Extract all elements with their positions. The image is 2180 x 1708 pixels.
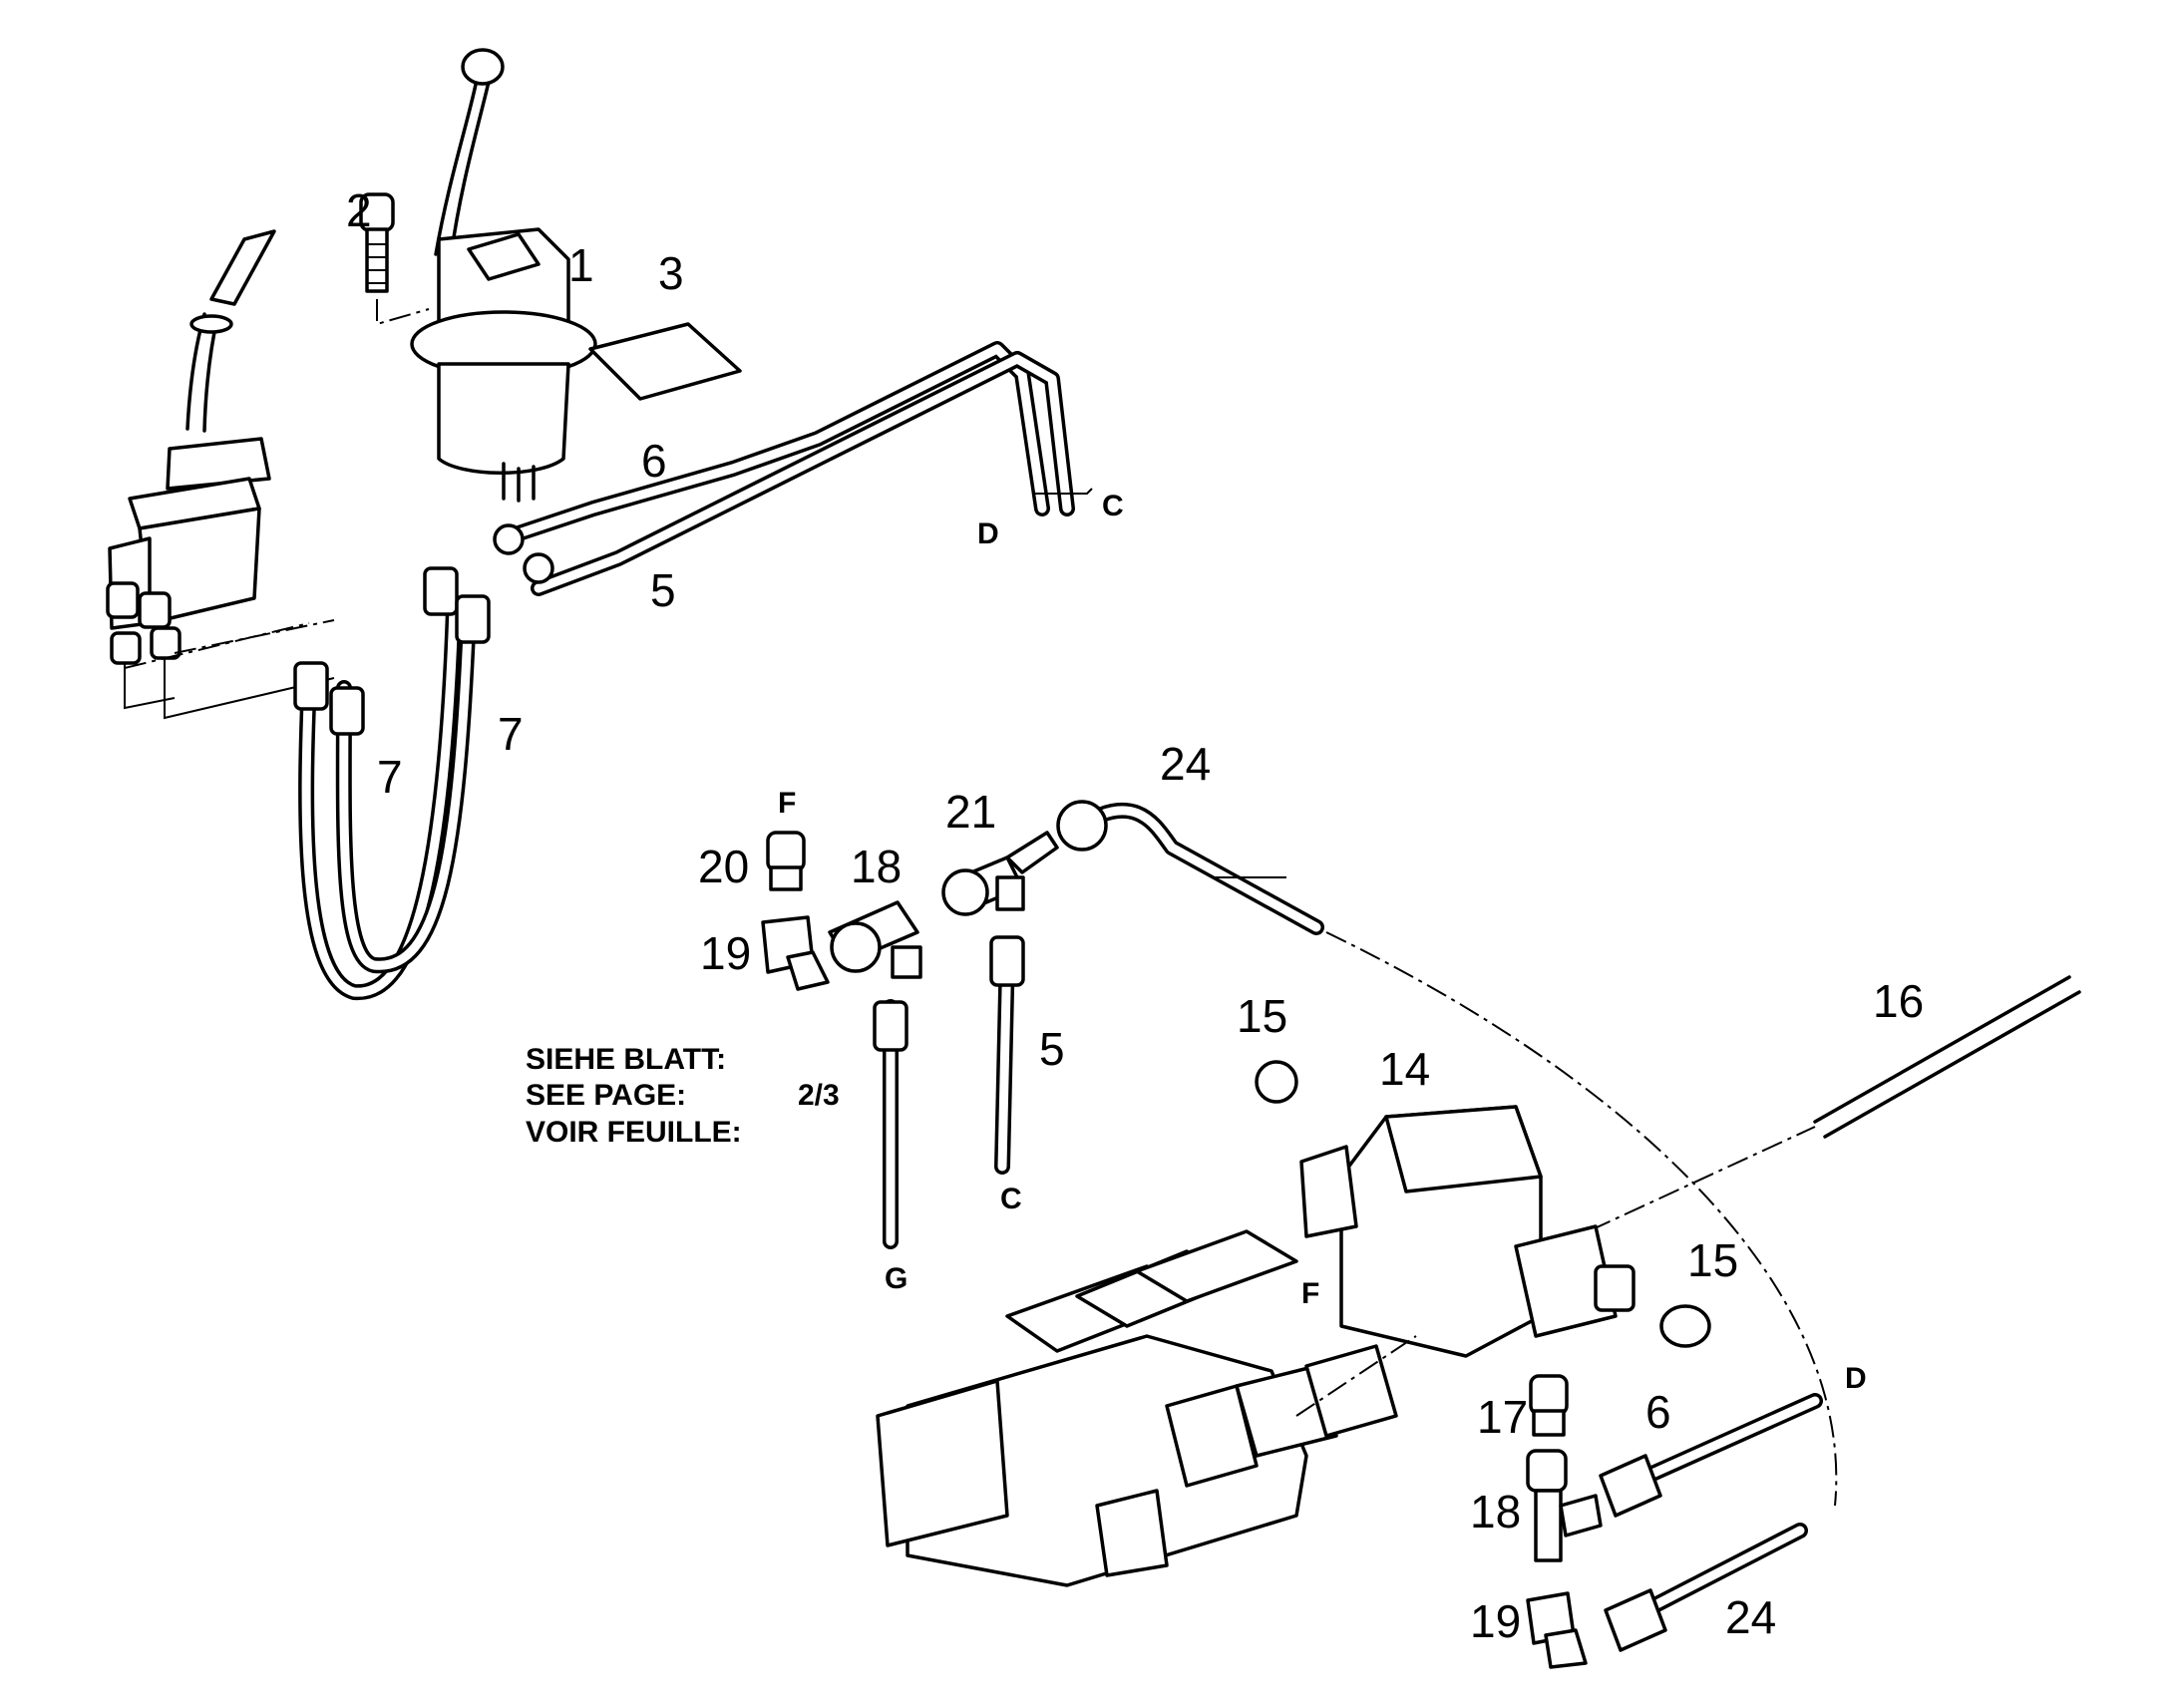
label-part-3: 3 xyxy=(658,247,684,299)
main-valve-block xyxy=(876,1229,1417,1587)
label-part-5-top: 5 xyxy=(650,564,676,616)
label-part-7-left: 7 xyxy=(377,751,403,803)
label-part-19-top: 19 xyxy=(700,927,751,979)
gasket-part-3 xyxy=(588,322,742,401)
label-part-24-bottom: 24 xyxy=(1725,1591,1776,1643)
letter-f-mid: F xyxy=(1301,1277,1319,1310)
label-part-2: 2 xyxy=(346,184,372,236)
label-part-5-mid: 5 xyxy=(1039,1023,1065,1075)
label-part-6-bottom: 6 xyxy=(1645,1386,1671,1438)
label-part-15-right: 15 xyxy=(1687,1234,1738,1286)
letter-f-top: F xyxy=(778,787,796,820)
label-part-14: 14 xyxy=(1379,1043,1430,1095)
connection-letter-labels: D C F C G F D xyxy=(778,490,1867,1395)
note-line-fr: VOIR FEUILLE: xyxy=(526,1116,742,1149)
part-number-labels: 2 1 3 6 5 7 7 24 21 20 18 19 5 15 14 16 … xyxy=(346,184,1924,1647)
note-line-en: SEE PAGE: xyxy=(526,1079,686,1112)
label-part-16: 16 xyxy=(1873,975,1924,1027)
label-part-24-top: 24 xyxy=(1160,738,1211,790)
joystick-assembly xyxy=(106,229,335,720)
label-part-18-bottom: 18 xyxy=(1470,1486,1521,1537)
letter-g-bottom: G xyxy=(885,1262,908,1295)
letter-c-bottom: C xyxy=(1000,1183,1022,1215)
label-part-17: 17 xyxy=(1477,1391,1528,1443)
letter-d-right: D xyxy=(1845,1362,1867,1395)
valve-section-14 xyxy=(1255,1060,1711,1358)
fittings-group-upper xyxy=(761,800,1324,1249)
hoses-7 xyxy=(293,566,491,1001)
note-line-de: SIEHE BLATT: xyxy=(526,1043,726,1076)
letter-d-top: D xyxy=(977,517,999,550)
tie-rod-part-16 xyxy=(1555,975,2081,1247)
pilot-control-valve xyxy=(410,48,597,503)
pipes-5-6 xyxy=(493,341,1093,596)
label-part-20: 20 xyxy=(698,841,749,892)
screw-part-2 xyxy=(359,192,430,326)
label-part-19-bottom: 19 xyxy=(1470,1595,1521,1647)
connection-line-dashed xyxy=(1325,931,1838,1507)
letter-c-top: C xyxy=(1102,490,1124,522)
note-page-ref: 2/3 xyxy=(798,1079,840,1112)
label-part-18-top: 18 xyxy=(851,841,902,892)
label-part-1: 1 xyxy=(568,239,594,291)
label-part-21: 21 xyxy=(945,786,996,838)
label-part-15-top: 15 xyxy=(1237,990,1287,1042)
page-reference-note: SIEHE BLATT: SEE PAGE: VOIR FEUILLE: 2/3 xyxy=(526,1043,840,1149)
label-part-6-top: 6 xyxy=(641,435,667,487)
fittings-group-lower xyxy=(1526,1374,1823,1669)
label-part-7-right: 7 xyxy=(498,708,524,760)
